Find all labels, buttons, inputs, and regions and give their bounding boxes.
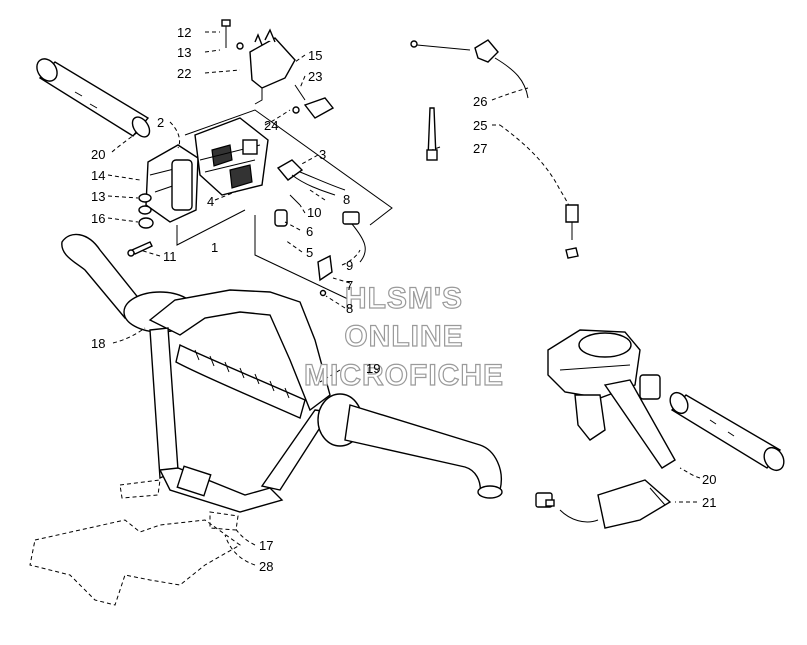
callout-20: 20 [702, 472, 716, 487]
callout-17: 17 [259, 538, 273, 553]
callout-10: 10 [307, 205, 321, 220]
left-hand-grip [36, 58, 151, 138]
watermark-line-2: ONLINE [344, 320, 463, 353]
watermark-line-1: HLSM'S [345, 282, 463, 315]
callout-15: 15 [308, 48, 322, 63]
callout-25: 25 [473, 118, 487, 133]
callout-16: 16 [91, 211, 105, 226]
callout-4: 4 [207, 194, 214, 209]
callout-9: 9 [346, 258, 353, 273]
callout-26: 26 [473, 94, 487, 109]
kill-switch-wiring [274, 159, 366, 297]
callout-11: 11 [163, 249, 177, 264]
callout-21: 21 [702, 495, 716, 510]
grip-heater [535, 479, 672, 529]
callout-labels: 12 13 22 15 23 24 2 20 14 13 16 11 4 1 3… [91, 25, 716, 574]
fastener-group-left [127, 193, 154, 257]
callout-2: 2 [157, 115, 164, 130]
callout-12: 12 [177, 25, 191, 40]
handlebar [61, 233, 503, 513]
callout-13: 13 [177, 45, 191, 60]
callout-22: 22 [177, 66, 191, 81]
callout-19: 19 [366, 361, 380, 376]
callout-27: 27 [473, 141, 487, 156]
callout-20: 20 [91, 147, 105, 162]
mirror-bracket [221, 19, 335, 119]
throttle-housing-right [547, 329, 676, 469]
right-hand-grip [669, 391, 785, 472]
callout-7: 7 [346, 278, 353, 293]
watermark-line-3: MICROFICHE [304, 359, 504, 392]
callout-8: 8 [346, 301, 353, 316]
watermark: HLSM'S ONLINE MICROFICHE [303, 281, 504, 392]
callout-28: 28 [259, 559, 273, 574]
callout-14: 14 [91, 168, 105, 183]
callout-8: 8 [343, 192, 350, 207]
switch-housing-assembly [145, 117, 269, 223]
callout-3: 3 [319, 147, 326, 162]
callout-23: 23 [308, 69, 322, 84]
callout-18: 18 [91, 336, 105, 351]
callout-24: 24 [264, 118, 278, 133]
callout-5: 5 [306, 245, 313, 260]
callout-13: 13 [91, 189, 105, 204]
throttle-cable [410, 39, 579, 259]
leader-lines [107, 31, 701, 566]
callout-1: 1 [211, 240, 218, 255]
callout-6: 6 [306, 224, 313, 239]
assembly-outline [176, 109, 393, 301]
